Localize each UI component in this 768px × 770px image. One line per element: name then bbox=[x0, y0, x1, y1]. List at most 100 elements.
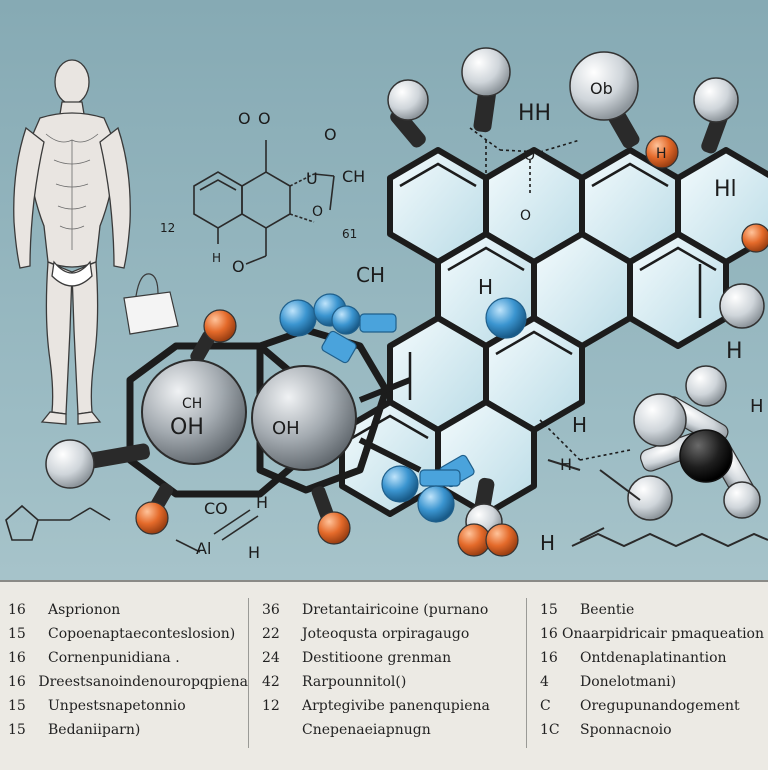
label-o-lower: O bbox=[312, 204, 323, 220]
legend-text: Copoenaptaeconteslosion) bbox=[48, 626, 236, 642]
legend-text: Rarpounnitol() bbox=[302, 674, 407, 690]
legend-number: C bbox=[540, 698, 551, 714]
shopping-bag-icon bbox=[123, 273, 179, 335]
label-61: 61 bbox=[342, 227, 357, 241]
legend-divider bbox=[248, 598, 249, 748]
label-h-upper: H bbox=[478, 275, 493, 299]
legend-number: 15 bbox=[540, 602, 558, 618]
legend-text: Oregupunandogement bbox=[580, 698, 740, 714]
legend-number: 4 bbox=[540, 674, 549, 690]
right-chain bbox=[547, 459, 768, 548]
label-oh-2: OH bbox=[272, 418, 300, 439]
molecule-illustration: O O O U CH 12 H O O 61 CH H CH OH OH CO … bbox=[5, 47, 768, 562]
muscle-lines bbox=[45, 133, 99, 250]
label-oh-1: OH bbox=[170, 415, 204, 440]
legend-text: Unpestsnapetonnio bbox=[48, 698, 186, 714]
legend-number: 42 bbox=[262, 674, 280, 690]
label-h-s: H bbox=[560, 455, 572, 474]
legend-row: 12 Arptegivibe panenqupiena bbox=[262, 694, 512, 718]
hashed-bonds bbox=[469, 127, 631, 461]
label-ch-sphere: CH bbox=[182, 396, 202, 412]
label-h2-mid: H bbox=[572, 413, 587, 437]
legend-divider bbox=[526, 598, 527, 748]
legend-number: 16 bbox=[8, 602, 26, 618]
legend-text: Bedaniiparn) bbox=[48, 722, 141, 738]
legend-column-2: 36 Dretantairicoine (purnano 22 Joteoqusta… bbox=[248, 598, 512, 748]
label-o-chain: O bbox=[524, 148, 535, 164]
legend-row: 36 Dretantairicoine (purnano bbox=[262, 598, 512, 622]
legend-text: Sponnacnoio bbox=[580, 722, 672, 738]
label-top-o: O bbox=[238, 109, 251, 128]
legend-text: Dreestsanoindenouropqpiena bbox=[38, 674, 248, 690]
legend-row: Cnepenaeiapnugn bbox=[262, 718, 512, 742]
legend-text: Destitioone grenman bbox=[302, 650, 452, 666]
top-atoms bbox=[387, 47, 768, 329]
skeletal-structure bbox=[193, 140, 335, 265]
label-h-right2: H bbox=[750, 396, 764, 417]
label-al: Al bbox=[196, 539, 211, 558]
legend-number: 16 bbox=[540, 650, 558, 666]
legend-text: Cnepenaeiapnugn bbox=[302, 722, 431, 738]
label-h-orange: H bbox=[656, 146, 667, 162]
label-h-chain: H bbox=[540, 531, 555, 555]
label-h-low: H bbox=[256, 493, 268, 512]
legend-row: 16 Dreestsanoindenouropqpiena bbox=[8, 670, 248, 694]
label-co: CO bbox=[204, 499, 228, 518]
legend-row: C Oregupunandogement bbox=[540, 694, 764, 718]
label-hh-top: HH bbox=[518, 101, 551, 126]
legend-row: 15 Bedaniiparn) bbox=[8, 718, 248, 742]
legend-number: 16 bbox=[8, 674, 26, 690]
label-os: O bbox=[232, 257, 245, 276]
label-o-chain-2: O bbox=[520, 208, 531, 224]
legend-row: 16 Ontdenaplatinantion bbox=[540, 646, 764, 670]
legend-number: 16 bbox=[8, 650, 26, 666]
label-ob: Ob bbox=[590, 79, 613, 98]
legend-number: 15 bbox=[8, 626, 26, 642]
legend-number: 36 bbox=[262, 602, 280, 618]
legend-number: 12 bbox=[262, 698, 280, 714]
label-top-o-o: O bbox=[258, 109, 271, 128]
legend-text: Beentie bbox=[580, 602, 635, 618]
legend-row: 16 Cornenpunidiana . bbox=[8, 646, 248, 670]
legend-text: Arptegivibe panenqupiena bbox=[302, 698, 490, 714]
legend-text: Donelotmani) bbox=[580, 674, 677, 690]
ring-inner-bonds bbox=[351, 162, 717, 440]
legend-text: Ontdenaplatinantion bbox=[580, 650, 727, 666]
label-h-low2: H bbox=[248, 543, 260, 562]
legend-number: 24 bbox=[262, 650, 280, 666]
legend-row: 42 Rarpounnitol() bbox=[262, 670, 512, 694]
legend-row: 24 Destitioone grenman bbox=[262, 646, 512, 670]
legend-text: Joteoqusta orpiragaugo bbox=[302, 626, 470, 642]
label-ch-top: CH bbox=[342, 167, 365, 186]
legend-number: 15 bbox=[8, 722, 26, 738]
left-cluster bbox=[45, 309, 422, 545]
legend-number: 16 bbox=[540, 626, 558, 642]
legend-row: 15 Copoenaptaeconteslosion) bbox=[8, 622, 248, 646]
legend-text: Dretantairicoine (purnano bbox=[302, 602, 489, 618]
label-12: 12 bbox=[160, 221, 175, 235]
legend-number: 1C bbox=[540, 722, 560, 738]
legend-column-1: 16 Asprionon 15 Copoenaptaeconteslosion) 1… bbox=[8, 598, 248, 742]
legend-text: Onaarpidricair pmaqueation bbox=[561, 626, 764, 642]
structure-labels: O O O U CH 12 H O O 61 CH H CH OH OH CO … bbox=[160, 79, 764, 562]
left-fragment bbox=[5, 504, 259, 553]
label-hh-right: Hl bbox=[714, 177, 737, 202]
legend-text: Cornenpunidiana . bbox=[48, 650, 180, 666]
legend-row: 15 Unpestsnapetonnio bbox=[8, 694, 248, 718]
legend-row: 22 Joteoqusta orpiragaugo bbox=[262, 622, 512, 646]
legend-row: 1C Sponnacnoio bbox=[540, 718, 764, 742]
legend-row: 4 Donelotmani) bbox=[540, 670, 764, 694]
legend-number: 15 bbox=[8, 698, 26, 714]
label-o-right: O bbox=[324, 125, 337, 144]
label-h-left: H bbox=[212, 251, 221, 265]
legend-number: 22 bbox=[262, 626, 280, 642]
right-cluster bbox=[627, 365, 761, 521]
label-h2-right: H bbox=[726, 339, 743, 364]
legend-row: 15 Beentie bbox=[540, 598, 764, 622]
legend-text: Asprionon bbox=[48, 602, 121, 618]
label-ch-mid: CH bbox=[356, 263, 385, 287]
legend-row: 16 Asprionon bbox=[8, 598, 248, 622]
